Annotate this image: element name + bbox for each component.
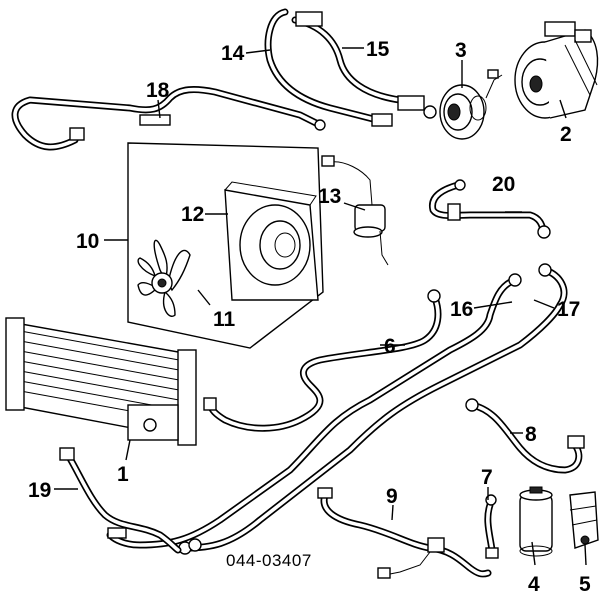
receiver-drier: [519, 486, 553, 557]
leader-lines: [54, 47, 587, 566]
callout-1: 1: [117, 463, 129, 486]
compressor: [514, 21, 599, 119]
hose-14-15: [264, 8, 437, 127]
callout-15: 15: [366, 38, 390, 61]
callout-17: 17: [557, 298, 580, 321]
callout-18: 18: [146, 79, 170, 102]
callout-6: 6: [384, 335, 396, 358]
diagram-number: 044-03407: [226, 551, 312, 570]
callout-8: 8: [525, 423, 537, 446]
compressor-clutch: [439, 69, 503, 140]
hose-9: [317, 487, 492, 579]
callout-10: 10: [76, 230, 99, 253]
callout-7: 7: [481, 466, 493, 489]
cooling-fan: [137, 239, 191, 317]
pressure-switch: [484, 494, 499, 559]
callout-2: 2: [560, 123, 572, 146]
fan-motor: [321, 155, 389, 266]
hose-19: [59, 447, 202, 554]
callout-20: 20: [492, 173, 515, 196]
callout-19: 19: [28, 479, 51, 502]
hose-6: [203, 289, 442, 432]
callout-11: 11: [213, 308, 236, 331]
callout-5: 5: [579, 573, 591, 596]
callout-4: 4: [528, 573, 540, 596]
callout-3: 3: [455, 39, 467, 62]
drier-bracket: [569, 491, 599, 549]
condenser: [5, 317, 197, 446]
fan-assembly-box: [127, 142, 324, 349]
callout-14: 14: [221, 42, 245, 65]
hose-18: [11, 86, 326, 151]
hose-8: [465, 398, 585, 474]
callout-16: 16: [450, 298, 473, 321]
hose-16-17: [106, 263, 568, 555]
callout-9: 9: [386, 485, 398, 508]
hose-20: [428, 179, 551, 239]
callout-13: 13: [318, 185, 341, 208]
callout-labels: 1 2 3 4 5 6 7 8 9 10 11 12 13 14 15 16 1…: [28, 38, 591, 596]
callout-12: 12: [181, 203, 204, 226]
fan-shroud: [224, 181, 319, 301]
